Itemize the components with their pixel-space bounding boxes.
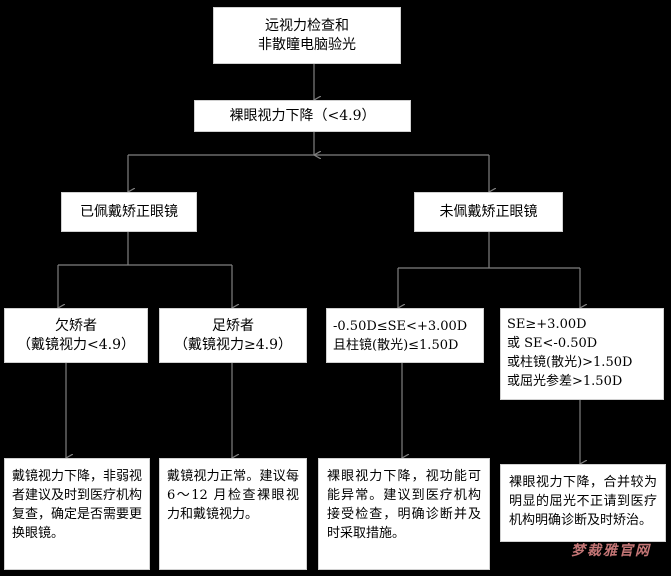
- fully-corrected-line-1: 足矫者: [212, 317, 254, 334]
- wearing-glasses-label: 已佩戴矫正眼镜: [80, 203, 178, 220]
- no-glasses-label: 未佩戴矫正眼镜: [439, 203, 538, 220]
- no-glasses-node: 未佩戴矫正眼镜: [414, 192, 563, 232]
- under-corrected-line-2: （戴镜视力<4.9）: [17, 336, 135, 353]
- under-corrected-line-1: 欠矫者: [55, 317, 97, 334]
- advice-se-mild-text: 裸眼视力下降，视功能可能异常。建议到医疗机构接受检查，明确诊断并及时采取措施。: [327, 469, 481, 541]
- se-severe-line-1: SE≥+3.00D: [507, 317, 587, 332]
- se-mild-node: -0.50D≤SE<+3.00D 且柱镜(散光)≤1.50D: [326, 308, 484, 363]
- uncorrected-vision-node: 裸眼视力下降（<4.9）: [194, 100, 411, 132]
- advice-se-mild: 裸眼视力下降，视功能可能异常。建议到医疗机构接受检查，明确诊断并及时采取措施。: [318, 458, 490, 570]
- se-severe-line-4: 或屈光参差>1.50D: [507, 374, 623, 389]
- se-mild-line-1: -0.50D≤SE<+3.00D: [333, 319, 468, 334]
- advice-under-corrected: 戴镜视力下降，非弱视者建议及时到医疗机构复查，确定是否需要更换眼镜。: [4, 458, 150, 570]
- se-mild-line-2: 且柱镜(散光)≤1.50D: [333, 338, 459, 353]
- root-node: 远视力检查和 非散瞳电脑验光: [213, 7, 401, 64]
- root-line-2: 非散瞳电脑验光: [258, 36, 356, 53]
- fully-corrected-line-2: （戴镜视力≥4.9）: [174, 336, 292, 353]
- advice-under-corrected-text: 戴镜视力下降，非弱视者建议及时到医疗机构复查，确定是否需要更换眼镜。: [12, 469, 143, 541]
- advice-se-severe: 裸眼视力下降，合并较为明显的屈光不正请到医疗机构明确诊断及时矫治。: [500, 464, 666, 542]
- se-severe-node: SE≥+3.00D 或 SE<-0.50D 或柱镜(散光)>1.50D 或屈光参…: [500, 308, 664, 400]
- wearing-glasses-node: 已佩戴矫正眼镜: [61, 192, 197, 232]
- se-severe-line-2: 或 SE<-0.50D: [507, 336, 598, 351]
- advice-fully-corrected-text: 戴镜视力正常。建议每 6～12 月检查裸眼视力和戴镜视力。: [167, 469, 299, 522]
- advice-se-severe-text: 裸眼视力下降，合并较为明显的屈光不正请到医疗机构明确诊断及时矫治。: [509, 475, 657, 528]
- uncorrected-vision-label: 裸眼视力下降（<4.9）: [229, 107, 376, 124]
- watermark: 梦裁雅官网: [571, 543, 651, 559]
- root-line-1: 远视力检查和: [265, 17, 349, 34]
- se-severe-line-3: 或柱镜(散光)>1.50D: [507, 355, 633, 370]
- advice-fully-corrected: 戴镜视力正常。建议每 6～12 月检查裸眼视力和戴镜视力。: [159, 458, 307, 570]
- under-corrected-node: 欠矫者 （戴镜视力<4.9）: [4, 308, 148, 363]
- fully-corrected-node: 足矫者 （戴镜视力≥4.9）: [159, 308, 307, 363]
